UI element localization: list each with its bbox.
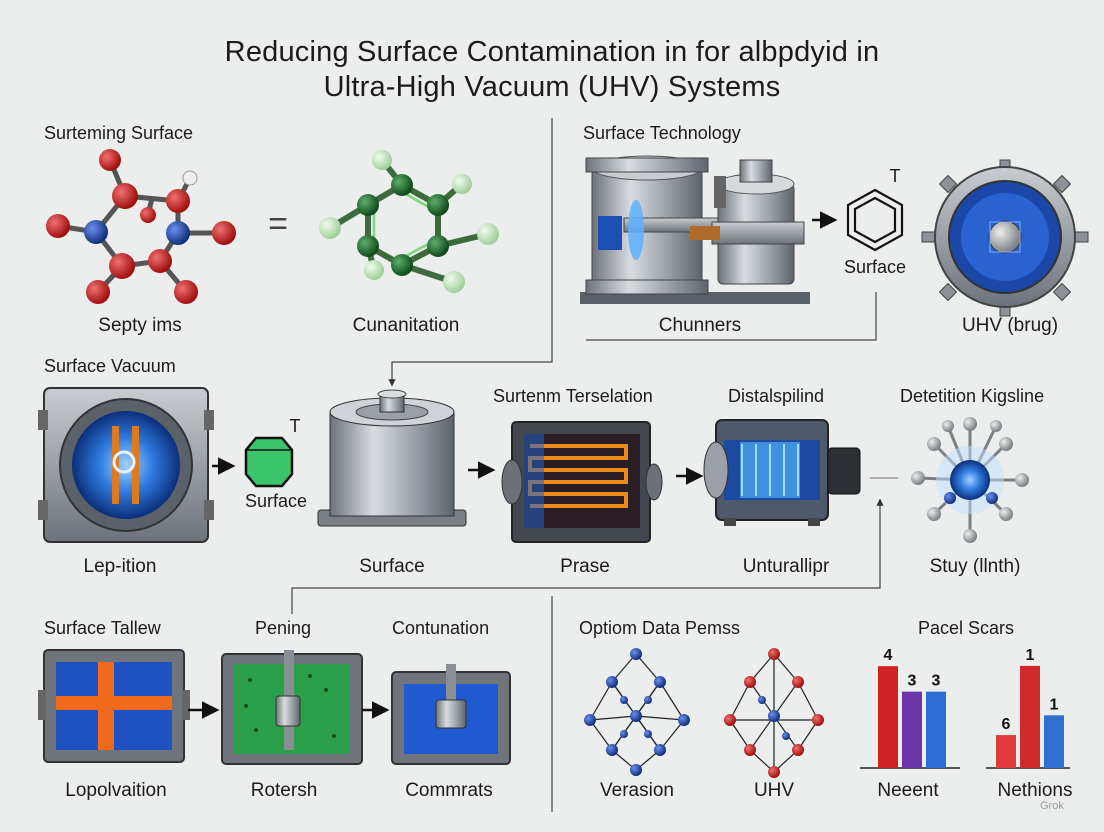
label-uhv-brug: UHV (brug)	[961, 315, 1059, 336]
section-header-bottom-pening: Pening	[255, 618, 312, 638]
clean-molecule-icon	[319, 150, 499, 293]
vacuum-chamber-icon	[38, 387, 214, 543]
label-septy: Septy ims	[98, 315, 182, 336]
chart-1-bar-1	[878, 666, 898, 768]
chart-1-data-label-2: 3	[908, 673, 917, 690]
green-cube-icon	[244, 436, 294, 488]
chart-2-data-label-2: 1	[1026, 647, 1035, 664]
label-commrats: Commrats	[405, 780, 493, 801]
section-header-mid-left: Surface Vacuum	[44, 356, 176, 376]
label-verasion: Verasion	[600, 780, 674, 801]
cylinder-chamber-icon	[317, 389, 467, 527]
chart-2-bar-2	[1020, 665, 1040, 768]
section-header-mid-distal: Distalspilind	[728, 386, 825, 406]
label-prase: Prase	[560, 556, 610, 577]
chart-1-data-label-3: 3	[932, 673, 941, 690]
glowing-atom-icon	[911, 417, 1029, 543]
section-header-top-right: Surface Technology	[583, 123, 741, 143]
chart-2-xlabel: Nethions	[997, 780, 1073, 801]
chart-1-bar-2	[902, 691, 922, 768]
chart-2-data-label-1: 6	[1002, 716, 1011, 733]
green-chamber-icon	[221, 650, 363, 765]
blue-network-icon	[584, 648, 690, 776]
chart-2-bar-3	[1044, 715, 1064, 768]
label-surface-cylinder: Surface	[359, 556, 425, 577]
label-chunners: Chunners	[658, 315, 742, 336]
label-rotersh: Rotersh	[250, 780, 318, 801]
label-lep-ition: Lep-ition	[83, 556, 157, 577]
label-unturallipr: Unturallipr	[742, 556, 830, 577]
heater-box-icon	[501, 421, 663, 543]
section-header-bottom-left: Surface Tallew	[44, 618, 161, 638]
label-surface-top: Surface	[843, 257, 907, 277]
label-lopolvaition: Lopolvaition	[65, 780, 167, 801]
t-mark-top: T	[889, 166, 901, 186]
label-cunanitation: Cunanitation	[352, 315, 460, 336]
connector-lines	[291, 118, 898, 812]
section-header-top-left: Surteming Surface	[44, 123, 194, 143]
chart-2-bar-1	[996, 735, 1016, 768]
hexagon-surface-icon	[846, 188, 904, 252]
section-header-mid-right: Detetition Kigsline	[900, 386, 1045, 406]
label-surface-green: Surface	[244, 491, 308, 511]
uhv-chamber-machine-icon	[580, 155, 810, 304]
section-header-bottom-contunation: Contunation	[392, 618, 490, 638]
chart-2-data-label-3: 1	[1050, 696, 1059, 713]
equals-sign: =	[268, 205, 288, 243]
orange-cross-chamber-icon	[38, 649, 190, 763]
section-header-bottom-pacel: Pacel Scars	[918, 618, 1015, 638]
pump-cylinder-icon	[703, 419, 861, 526]
chart-1-data-label-1: 4	[884, 647, 893, 664]
chart-1-bar-3	[926, 691, 946, 768]
red-network-icon	[724, 648, 824, 778]
section-header-mid-center: Surtenm Terselation	[493, 386, 653, 406]
watermark: Grok	[1040, 800, 1064, 812]
label-stuy: Stuy (llnth)	[929, 556, 1021, 577]
title-line-1: Reducing Surface Contamination in for al…	[224, 36, 880, 68]
chart-1-xlabel: Neeent	[877, 780, 939, 801]
section-header-bottom-optiom: Optiom Data Pemss	[579, 618, 741, 638]
t-mark-mid: T	[289, 416, 301, 436]
title-line-2: Ultra-High Vacuum (UHV) Systems	[323, 71, 781, 103]
blue-chamber-icon	[391, 664, 511, 765]
label-uhv-bottom: UHV	[753, 780, 795, 801]
contaminant-molecule-icon	[46, 149, 236, 304]
uhv-flange-icon	[921, 159, 1089, 317]
